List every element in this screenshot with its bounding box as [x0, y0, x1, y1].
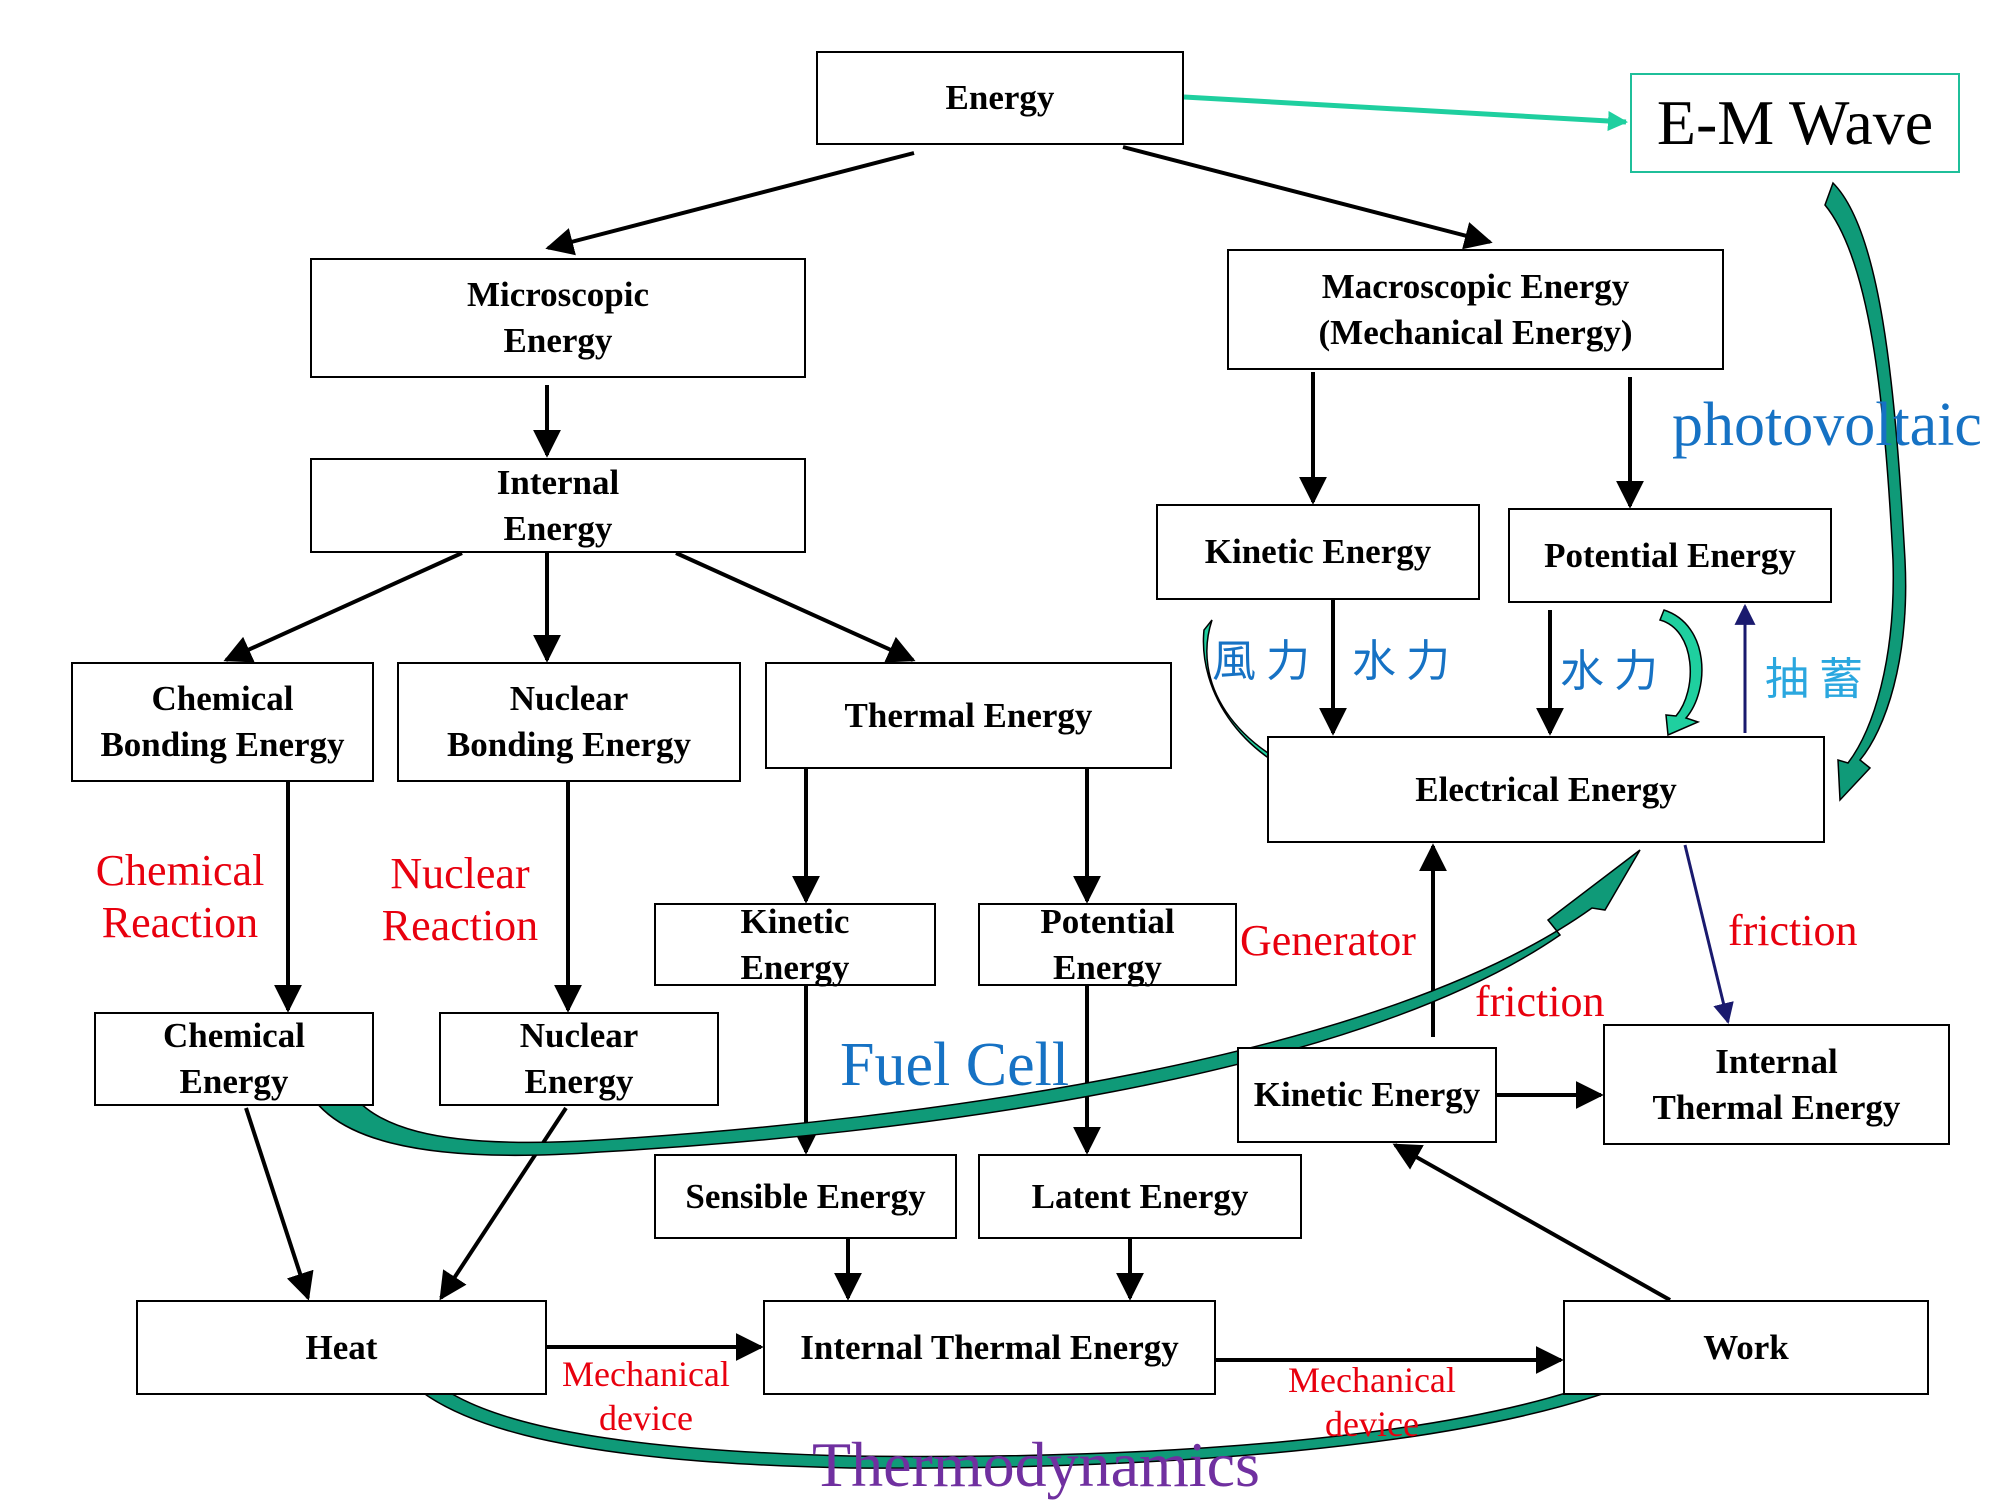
arrow-internal-to-thermal	[675, 551, 916, 663]
label-pumped-storage: 抽蓄	[1765, 654, 1873, 705]
arrow-chemical-to-heat	[244, 1107, 314, 1301]
node-internal-energy: Internal Energy	[310, 458, 806, 553]
label-mechanical-device-work: Mechanical device	[1288, 1360, 1456, 1444]
arrow-electrical-friction-to-internal-thermal	[1683, 844, 1734, 1025]
arrow-internal-to-chemical-bonding	[223, 551, 463, 663]
node-energy: Energy	[816, 51, 1184, 145]
curved-arrow-photovoltaic	[1824, 181, 1907, 802]
label-photovoltaic: photovoltaic	[1672, 391, 1982, 459]
node-internal-thermal-energy-right: Internal Thermal Energy	[1603, 1024, 1950, 1145]
label-generator: Generator	[1240, 916, 1416, 965]
label-hydro-power-kinetic: 水力	[1352, 636, 1460, 687]
node-microscopic-energy: Microscopic Energy	[310, 258, 806, 378]
node-potential-energy-thermal: Potential Energy	[978, 902, 1237, 987]
curved-arrow-fuel-cell	[301, 849, 1641, 1157]
arrow-energy-to-em-wave	[1183, 94, 1628, 131]
node-work: Work	[1563, 1300, 1929, 1395]
node-nuclear-bonding-energy: Nuclear Bonding Energy	[397, 662, 741, 782]
arrow-work-to-kinetic	[1392, 1143, 1671, 1302]
label-fuel-cell: Fuel Cell	[840, 1031, 1070, 1099]
node-electrical-energy: Electrical Energy	[1267, 736, 1825, 843]
label-friction-generator: friction	[1475, 977, 1605, 1026]
node-em-wave: E-M Wave	[1630, 73, 1960, 173]
label-chemical-reaction: Chemical Reaction	[95, 846, 265, 947]
label-hydro-power-potential: 水力	[1560, 646, 1668, 697]
node-chemical-energy: Chemical Energy	[94, 1012, 374, 1106]
node-kinetic-energy-thermal: Kinetic Energy	[654, 902, 936, 987]
node-potential-energy-macro: Potential Energy	[1508, 508, 1832, 603]
node-thermal-energy: Thermal Energy	[765, 662, 1172, 769]
arrow-energy-to-macroscopic	[1122, 145, 1493, 250]
node-macroscopic-energy: Macroscopic Energy (Mechanical Energy)	[1227, 249, 1724, 370]
node-chemical-bonding-energy: Chemical Bonding Energy	[71, 662, 374, 782]
curved-arrow-hydro-power	[1658, 609, 1703, 737]
label-thermodynamics: Thermodynamics	[812, 1429, 1260, 1500]
node-kinetic-energy-bottom: Kinetic Energy	[1237, 1047, 1497, 1143]
arrow-nuclear-to-heat	[439, 1106, 568, 1301]
label-wind-power: 風力	[1212, 636, 1320, 687]
label-nuclear-reaction: Nuclear Reaction	[381, 849, 539, 950]
label-friction-electrical: friction	[1728, 906, 1858, 955]
node-sensible-energy: Sensible Energy	[654, 1154, 957, 1239]
node-internal-thermal-energy-bottom: Internal Thermal Energy	[763, 1300, 1216, 1395]
node-heat: Heat	[136, 1300, 547, 1395]
arrow-energy-to-microscopic	[545, 151, 915, 256]
node-kinetic-energy-macro: Kinetic Energy	[1156, 504, 1480, 600]
node-nuclear-energy: Nuclear Energy	[439, 1012, 719, 1106]
node-latent-energy: Latent Energy	[978, 1154, 1302, 1239]
label-mechanical-device-heat: Mechanical device	[562, 1354, 730, 1438]
